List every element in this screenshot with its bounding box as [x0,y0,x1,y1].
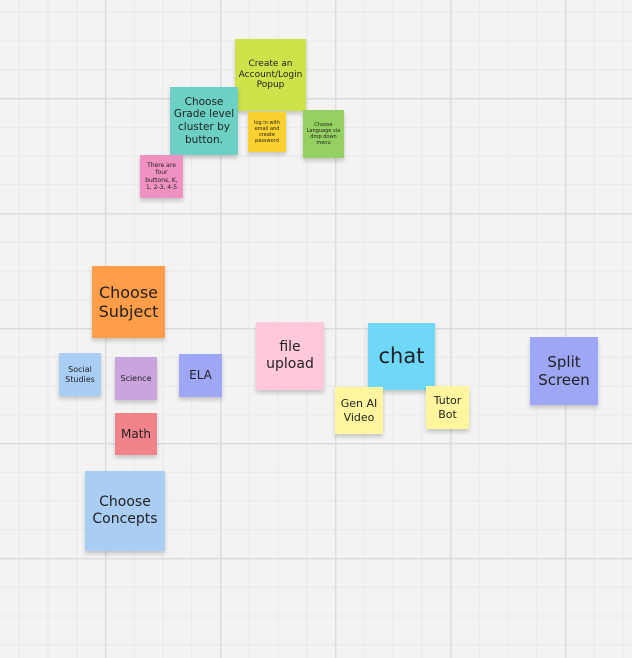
sticky-science[interactable]: Science [115,357,157,400]
sticky-tutor-bot[interactable]: Tutor Bot [426,386,469,429]
sticky-four-buttons[interactable]: There are four buttons, K, 1, 2-3, 4-5 [140,155,183,198]
sticky-create-account[interactable]: Create an Account/Login Popup [235,39,306,111]
sticky-choose-grade[interactable]: Choose Grade level cluster by button. [170,87,238,155]
sticky-social-studies[interactable]: Social Studies [59,353,101,396]
sticky-chat[interactable]: chat [368,323,435,390]
sticky-choose-subject[interactable]: Choose Subject [92,266,165,338]
sticky-file-upload[interactable]: file upload [256,322,324,390]
sticky-choose-language[interactable]: Choose Language via drop down menu [303,110,344,158]
sticky-math[interactable]: Math [115,413,157,455]
sticky-split-screen[interactable]: Split Screen [530,337,598,405]
sticky-login[interactable]: log in with email and create password [248,112,286,152]
sticky-ela[interactable]: ELA [179,354,222,397]
sticky-choose-concepts[interactable]: Choose Concepts [85,471,165,551]
sticky-gen-ai-video[interactable]: Gen AI Video [335,387,383,434]
